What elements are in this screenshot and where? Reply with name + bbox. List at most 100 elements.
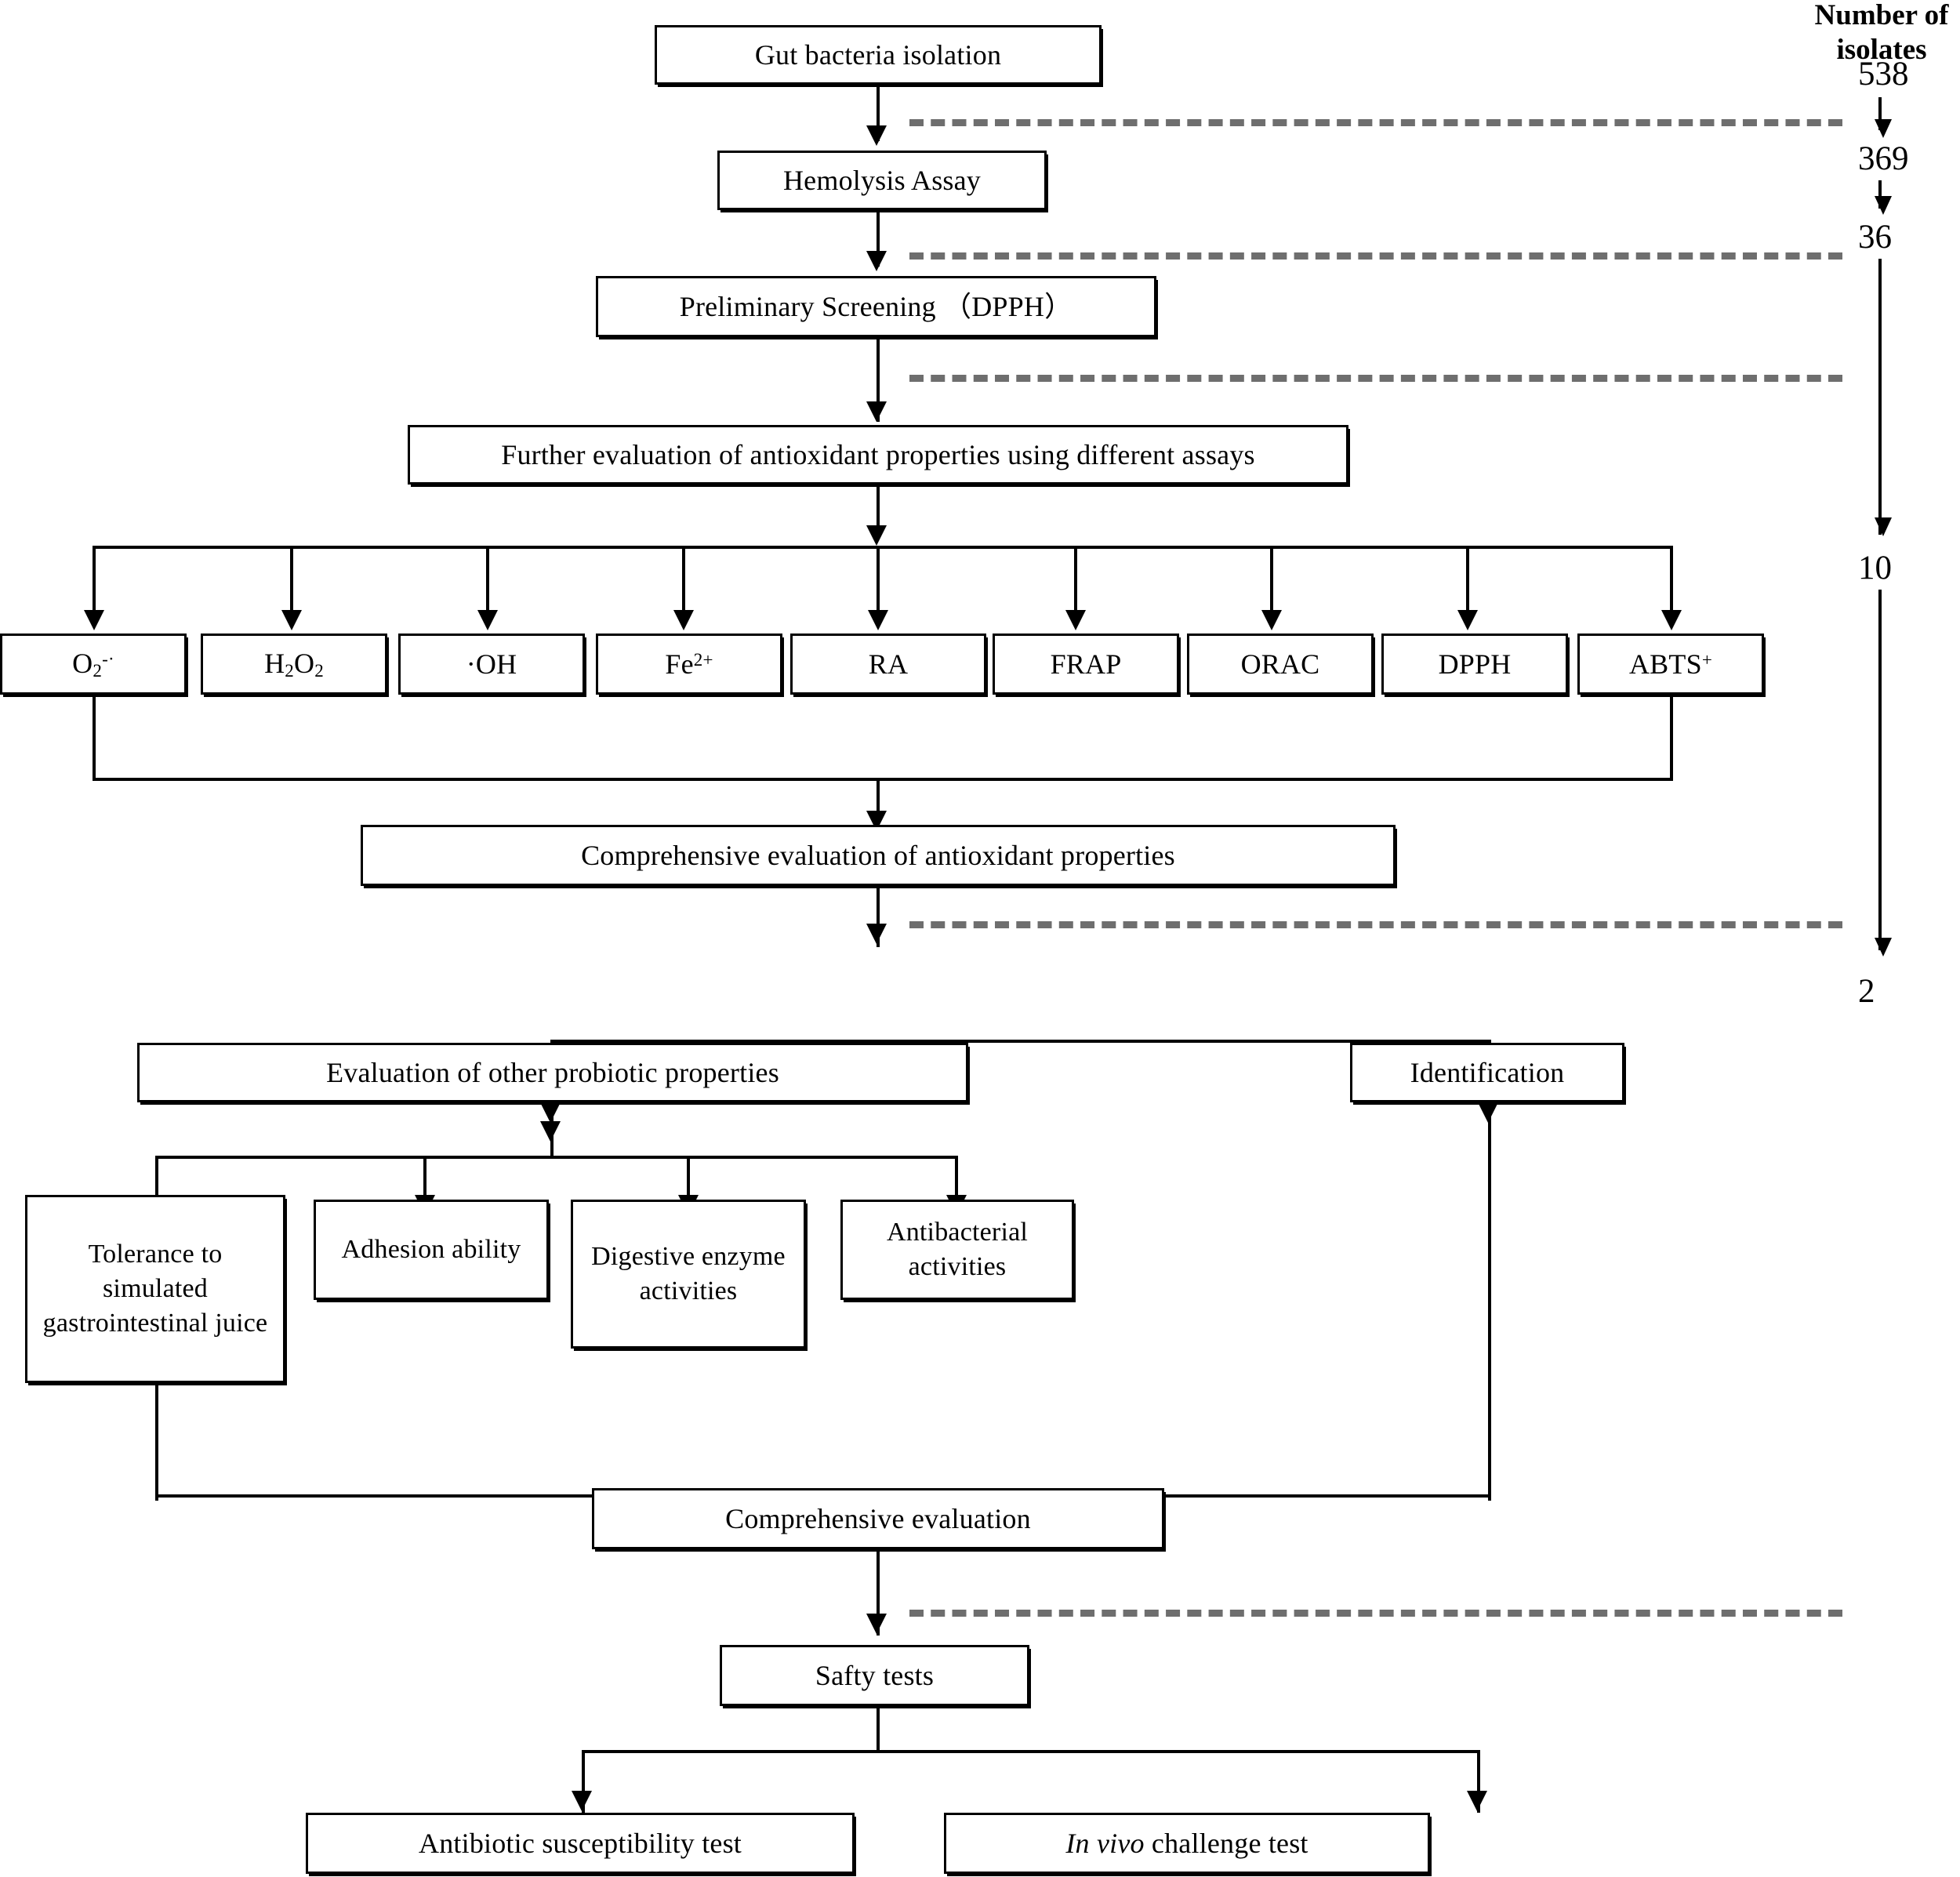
fanout-arrow-2 <box>281 610 302 630</box>
node-tolerance-simulated-gi-juice[interactable]: Tolerance to simulated gastrointestinal … <box>25 1195 285 1383</box>
connector-safety-down <box>877 1706 880 1753</box>
probiotic-fanout-leg-1 <box>155 1156 158 1212</box>
node-assay-abts[interactable]: ABTS+ <box>1577 634 1764 695</box>
fanout-leg-3 <box>486 546 489 624</box>
arrowhead-split-stem <box>866 924 887 944</box>
assay-label-frap: FRAP <box>1050 648 1122 680</box>
assay-label-superoxide: O2-· <box>72 647 114 681</box>
node-antibacterial-activities[interactable]: Antibacterial activities <box>840 1200 1074 1300</box>
assay-label-dpph: DPPH <box>1438 648 1512 680</box>
arrowhead-hemolysis <box>866 125 887 146</box>
merge-leg-left-assays <box>93 695 96 781</box>
dashed-guide-2 <box>909 1610 1842 1617</box>
node-label: Identification <box>1410 1056 1565 1088</box>
node-assay-hydroxyl-radical[interactable]: ·OH <box>398 634 585 695</box>
fanout-bus-bar <box>93 546 1673 549</box>
count-538: 538 <box>1858 56 1909 93</box>
bottom-split-leg-left <box>582 1750 585 1813</box>
fanout-arrow-6 <box>1065 610 1086 630</box>
count-arrow-line-1 <box>1878 97 1882 130</box>
assay-label-reducing-ability: RA <box>868 648 909 680</box>
merge-leg-tolerance <box>155 1383 158 1501</box>
counts-column-header: Number of isolates <box>1803 0 1960 67</box>
fanout-leg-7 <box>1270 546 1273 624</box>
node-label-in-vivo: In vivo challenge test <box>954 1825 1420 1862</box>
assay-label-abts: ABTS+ <box>1628 648 1713 680</box>
node-safety-tests[interactable]: Safty tests <box>720 1645 1029 1706</box>
dashed-guide-538 <box>909 119 1842 126</box>
node-label: Tolerance to simulated gastrointestinal … <box>42 1239 268 1338</box>
fanout-arrow-1 <box>84 610 104 630</box>
node-adhesion-ability[interactable]: Adhesion ability <box>314 1200 549 1300</box>
fanout-leg-2 <box>290 546 293 624</box>
in-vivo-rest: challenge test <box>1144 1827 1308 1859</box>
fanout-arrow-8 <box>1457 610 1478 630</box>
node-hemolysis-assay[interactable]: Hemolysis Assay <box>717 151 1047 210</box>
node-label: Safty tests <box>815 1659 935 1691</box>
connector-isolation-to-hemolysis <box>877 85 880 141</box>
assay-label-hydroxyl-radical: ·OH <box>466 648 517 680</box>
fanout-arrow-4 <box>673 610 694 630</box>
assay-label-hydrogen-peroxide: H2O2 <box>264 647 324 681</box>
node-assay-orac[interactable]: ORAC <box>1187 634 1374 695</box>
node-digestive-enzyme-activities[interactable]: Digestive enzyme activities <box>571 1200 806 1349</box>
merge-leg-identification <box>1488 1102 1491 1501</box>
node-assay-frap[interactable]: FRAP <box>993 634 1179 695</box>
node-in-vivo-challenge-test[interactable]: In vivo challenge test <box>944 1813 1430 1874</box>
arrowhead-further-evaluation <box>866 401 887 422</box>
count-arrow-head-2 <box>1875 196 1892 215</box>
arrowhead-in-vivo-test <box>1467 1791 1487 1811</box>
probiotic-fanout-leg-2 <box>423 1156 426 1212</box>
node-identification[interactable]: Identification <box>1350 1043 1624 1102</box>
node-assay-dpph[interactable]: DPPH <box>1381 634 1568 695</box>
node-antibiotic-susceptibility-test[interactable]: Antibiotic susceptibility test <box>306 1813 855 1874</box>
fanout-arrow-3 <box>477 610 498 630</box>
probiotic-fanout-leg-4 <box>955 1156 958 1212</box>
assay-label-orac: ORAC <box>1240 648 1320 680</box>
arrowhead-safety-tests <box>866 1614 887 1634</box>
arrowhead-identification <box>1478 1102 1498 1123</box>
count-10: 10 <box>1858 550 1892 586</box>
node-label: Hemolysis Assay <box>782 164 981 196</box>
arrowhead-probiotic-fanout-stem <box>540 1121 561 1142</box>
split-bar-antioxidant-children <box>550 1040 1491 1043</box>
node-gut-bacteria-isolation[interactable]: Gut bacteria isolation <box>655 25 1102 85</box>
node-further-evaluation[interactable]: Further evaluation of antioxidant proper… <box>408 425 1348 485</box>
node-label: Evaluation of other probiotic properties <box>326 1056 779 1088</box>
probiotic-fanout-bus <box>155 1156 956 1159</box>
fanout-arrow-9 <box>1661 610 1682 630</box>
count-arrow-head-3 <box>1875 517 1892 536</box>
assay-label-ferrous-chelating: Fe2+ <box>665 648 713 680</box>
probiotic-fanout-leg-3 <box>687 1156 690 1212</box>
connector-hemolysis-to-screening <box>877 210 880 267</box>
fanout-leg-5 <box>877 546 880 624</box>
node-assay-hydrogen-peroxide[interactable]: H2O2 <box>201 634 387 695</box>
node-label: Comprehensive evaluation <box>725 1502 1031 1534</box>
arrowhead-other-probiotic <box>540 1102 561 1123</box>
merge-bus-assays <box>93 778 1673 781</box>
node-label: Preliminary Screening （DPPH） <box>679 290 1073 322</box>
count-arrow-line-2 <box>1878 180 1882 209</box>
connector-antioxidant-down <box>877 886 880 947</box>
arrowhead-fanout-stem <box>866 525 887 546</box>
node-label: Gut bacteria isolation <box>754 38 1002 71</box>
node-label: Comprehensive evaluation of antioxidant … <box>581 839 1175 871</box>
node-comprehensive-antioxidant[interactable]: Comprehensive evaluation of antioxidant … <box>361 825 1396 886</box>
merge-leg-right-assays <box>1670 695 1673 781</box>
node-comprehensive-evaluation[interactable]: Comprehensive evaluation <box>592 1488 1164 1549</box>
node-assay-ferrous-chelating[interactable]: Fe2+ <box>596 634 782 695</box>
node-preliminary-screening[interactable]: Preliminary Screening （DPPH） <box>596 276 1156 337</box>
dashed-guide-10 <box>909 921 1842 928</box>
connector-further-down <box>877 485 880 539</box>
count-arrow-head-1 <box>1875 119 1892 138</box>
counts-header-line2: isolates <box>1836 33 1927 66</box>
count-arrow-head-4 <box>1875 938 1892 957</box>
node-assay-superoxide[interactable]: O2-· <box>0 634 187 695</box>
node-assay-reducing-ability[interactable]: RA <box>790 634 986 695</box>
fanout-leg-8 <box>1466 546 1469 624</box>
in-vivo-italic: In vivo <box>1065 1827 1145 1859</box>
node-label: Antibiotic susceptibility test <box>419 1827 742 1859</box>
node-other-probiotic-properties[interactable]: Evaluation of other probiotic properties <box>137 1043 968 1102</box>
dashed-guide-36 <box>909 375 1842 382</box>
count-369: 369 <box>1858 140 1909 177</box>
